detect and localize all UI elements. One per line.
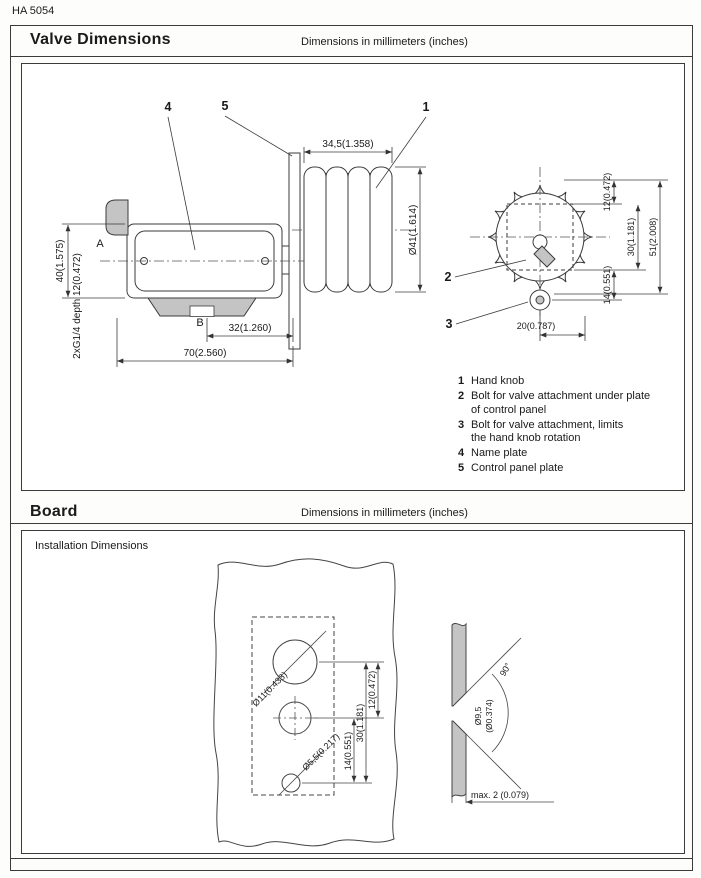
dim-40-lines xyxy=(62,223,125,299)
legend-text: Control panel plate xyxy=(471,462,564,474)
dim-32-lines xyxy=(206,318,294,342)
board-section-title: Board xyxy=(30,503,78,520)
legend-text: Name plate xyxy=(471,447,528,459)
doc-code: HA 5054 xyxy=(12,5,55,17)
bolt-2-shape xyxy=(533,245,556,268)
board-drawing-box: Installation Dimensions xyxy=(21,530,685,854)
callout-1-leader xyxy=(375,116,427,189)
max2-annotation-lines xyxy=(451,787,554,805)
dim-body-height: 40(1.575) xyxy=(55,240,66,283)
angle-90-label: 90° xyxy=(498,661,514,678)
callout-4-leader xyxy=(167,116,196,251)
cutout-dashed-rect xyxy=(251,616,335,796)
dim-51: 51(2.008) xyxy=(648,218,658,257)
dim-d41-lines xyxy=(395,166,426,293)
legend-num: 2 xyxy=(458,390,465,402)
valve-drawing: 4 5 1 34,5(1.358) Ø41(1.614) A B 40(1.57… xyxy=(55,99,668,367)
valve-side-view xyxy=(62,115,427,367)
legend-num: 4 xyxy=(458,447,465,459)
dim-70: 70(2.560) xyxy=(184,348,227,359)
next-section-bar xyxy=(11,858,692,871)
dim-20: 20(0.787) xyxy=(517,321,556,331)
front-dimension-lines xyxy=(540,181,663,338)
callout-3-leader xyxy=(455,301,529,325)
board-extension-lines xyxy=(302,661,384,784)
dim-32: 32(1.260) xyxy=(229,323,272,334)
dim-knob-width: 34,5(1.358) xyxy=(322,139,373,150)
callout-2: 2 xyxy=(445,270,452,284)
legend-text: Hand knob xyxy=(471,375,525,387)
profile-lower-section xyxy=(451,720,467,799)
control-panel-plate-shape xyxy=(288,152,301,350)
hole-d55 xyxy=(281,773,301,793)
port-b-label: B xyxy=(196,317,203,329)
legend-num: 5 xyxy=(458,462,465,474)
dim-knob-diameter: Ø41(1.614) xyxy=(408,205,419,256)
front-extension-lines xyxy=(539,179,668,341)
callout-5: 5 xyxy=(222,99,229,113)
callout-4: 4 xyxy=(165,100,172,114)
legend-item-4: 4 Name plate xyxy=(458,447,686,461)
board-section-header: Board Dimensions in millimeters (inches) xyxy=(11,503,692,524)
valve-drawing-box: 4 5 1 34,5(1.358) Ø41(1.614) A B 40(1.57… xyxy=(21,63,685,491)
board-panel-view xyxy=(213,558,398,847)
callout-3: 3 xyxy=(446,317,453,331)
dim-max-2: max. 2 (0.079) xyxy=(471,790,529,800)
board-subtitle: Installation Dimensions xyxy=(35,540,149,552)
dim-30: 30(1.181) xyxy=(626,218,636,257)
legend-item-5: 5 Control panel plate xyxy=(458,462,686,476)
hole-d11 xyxy=(272,639,318,685)
dim-board-14: 14(0.551) xyxy=(343,732,353,771)
board-dimension-lines xyxy=(351,663,381,782)
port-boss-shape xyxy=(105,199,129,236)
dim-12: 12(0.472) xyxy=(602,173,612,212)
valve-legend: 1 Hand knob 2 Bolt for valve attachment … xyxy=(458,375,686,477)
dim-14: 14(0.551) xyxy=(602,266,612,305)
dim-d95-inch: (Ø0.374) xyxy=(484,699,494,733)
valve-section-header: Valve Dimensions Dimensions in millimete… xyxy=(11,26,692,57)
legend-item-1: 1 Hand knob xyxy=(458,375,686,389)
panel-sketch-outline xyxy=(213,558,398,847)
valve-front-view xyxy=(454,167,668,341)
d11-leader xyxy=(263,630,327,694)
callout-2-leader xyxy=(454,259,527,278)
legend-num: 3 xyxy=(458,418,465,431)
dim-70-lines xyxy=(116,318,294,367)
valve-units-note: Dimensions in millimeters (inches) xyxy=(301,36,468,48)
dim-board-30: 30(1.181) xyxy=(355,704,365,743)
board-drawing: Ø11(0.433) Ø5,5(0.217) 14(0.551) 30(1.18… xyxy=(213,558,554,847)
callout-1: 1 xyxy=(423,100,430,114)
board-profile-view xyxy=(451,622,554,805)
countersink-angle-lines xyxy=(465,637,522,790)
dim-ports-label: 2xG1/4 depth 12(0.472) xyxy=(72,253,83,359)
profile-upper-section xyxy=(451,622,467,707)
port-a-label: A xyxy=(96,238,104,250)
d55-leader xyxy=(278,749,325,796)
legend-num: 1 xyxy=(458,375,465,387)
page-frame: Valve Dimensions Dimensions in millimete… xyxy=(10,25,693,871)
hand-knob-side-shape xyxy=(303,166,393,293)
valve-section-title: Valve Dimensions xyxy=(30,31,171,48)
board-units-note: Dimensions in millimeters (inches) xyxy=(301,507,468,519)
dim-board-12: 12(0.472) xyxy=(367,671,377,710)
callout-5-leader xyxy=(224,115,293,157)
dim-34-5-lines xyxy=(303,147,393,163)
dim-d95: Ø9,5 xyxy=(473,707,483,726)
